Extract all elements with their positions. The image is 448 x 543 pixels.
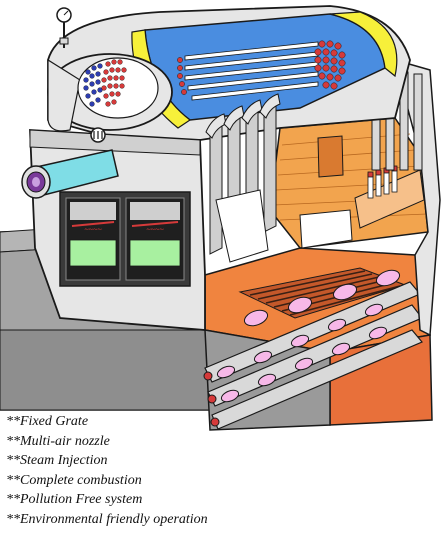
water-tube-bank (205, 93, 281, 263)
firing-door-left: ~~~~ (65, 197, 121, 281)
firing-door-right: ~~~~ (125, 197, 185, 281)
front-drum (47, 53, 173, 132)
boiler-shell (47, 5, 411, 141)
burner-icon (21, 149, 119, 199)
steam-injection-pipes (203, 281, 423, 430)
outer-shell-right (371, 58, 441, 337)
svg-text:~~~~: ~~~~ (146, 225, 164, 234)
feature-complete-combustion: **Complete combustion (6, 472, 142, 488)
feature-list: **Fixed Grate **Multi-air nozzle **Steam… (6, 412, 208, 530)
firing-doors: ~~~~ ~~~~ (59, 191, 191, 287)
feature-pollution-free: **Pollution Free system (6, 492, 143, 508)
steam-valve-icon (90, 127, 106, 143)
air-nozzles (243, 269, 401, 327)
tube-sheet-left (177, 57, 187, 95)
feature-fixed-grate: **Fixed Grate (6, 414, 89, 429)
feature-environmental-friendly: **Environmental friendly operation (6, 511, 208, 527)
svg-text:~~~~: ~~~~ (84, 225, 102, 234)
feature-steam-injection: **Steam Injection (6, 453, 108, 469)
tube-sheet-right (314, 40, 346, 90)
feature-multi-air-nozzle: **Multi-air nozzle (6, 433, 110, 449)
pressure-gauge-icon (56, 7, 72, 48)
